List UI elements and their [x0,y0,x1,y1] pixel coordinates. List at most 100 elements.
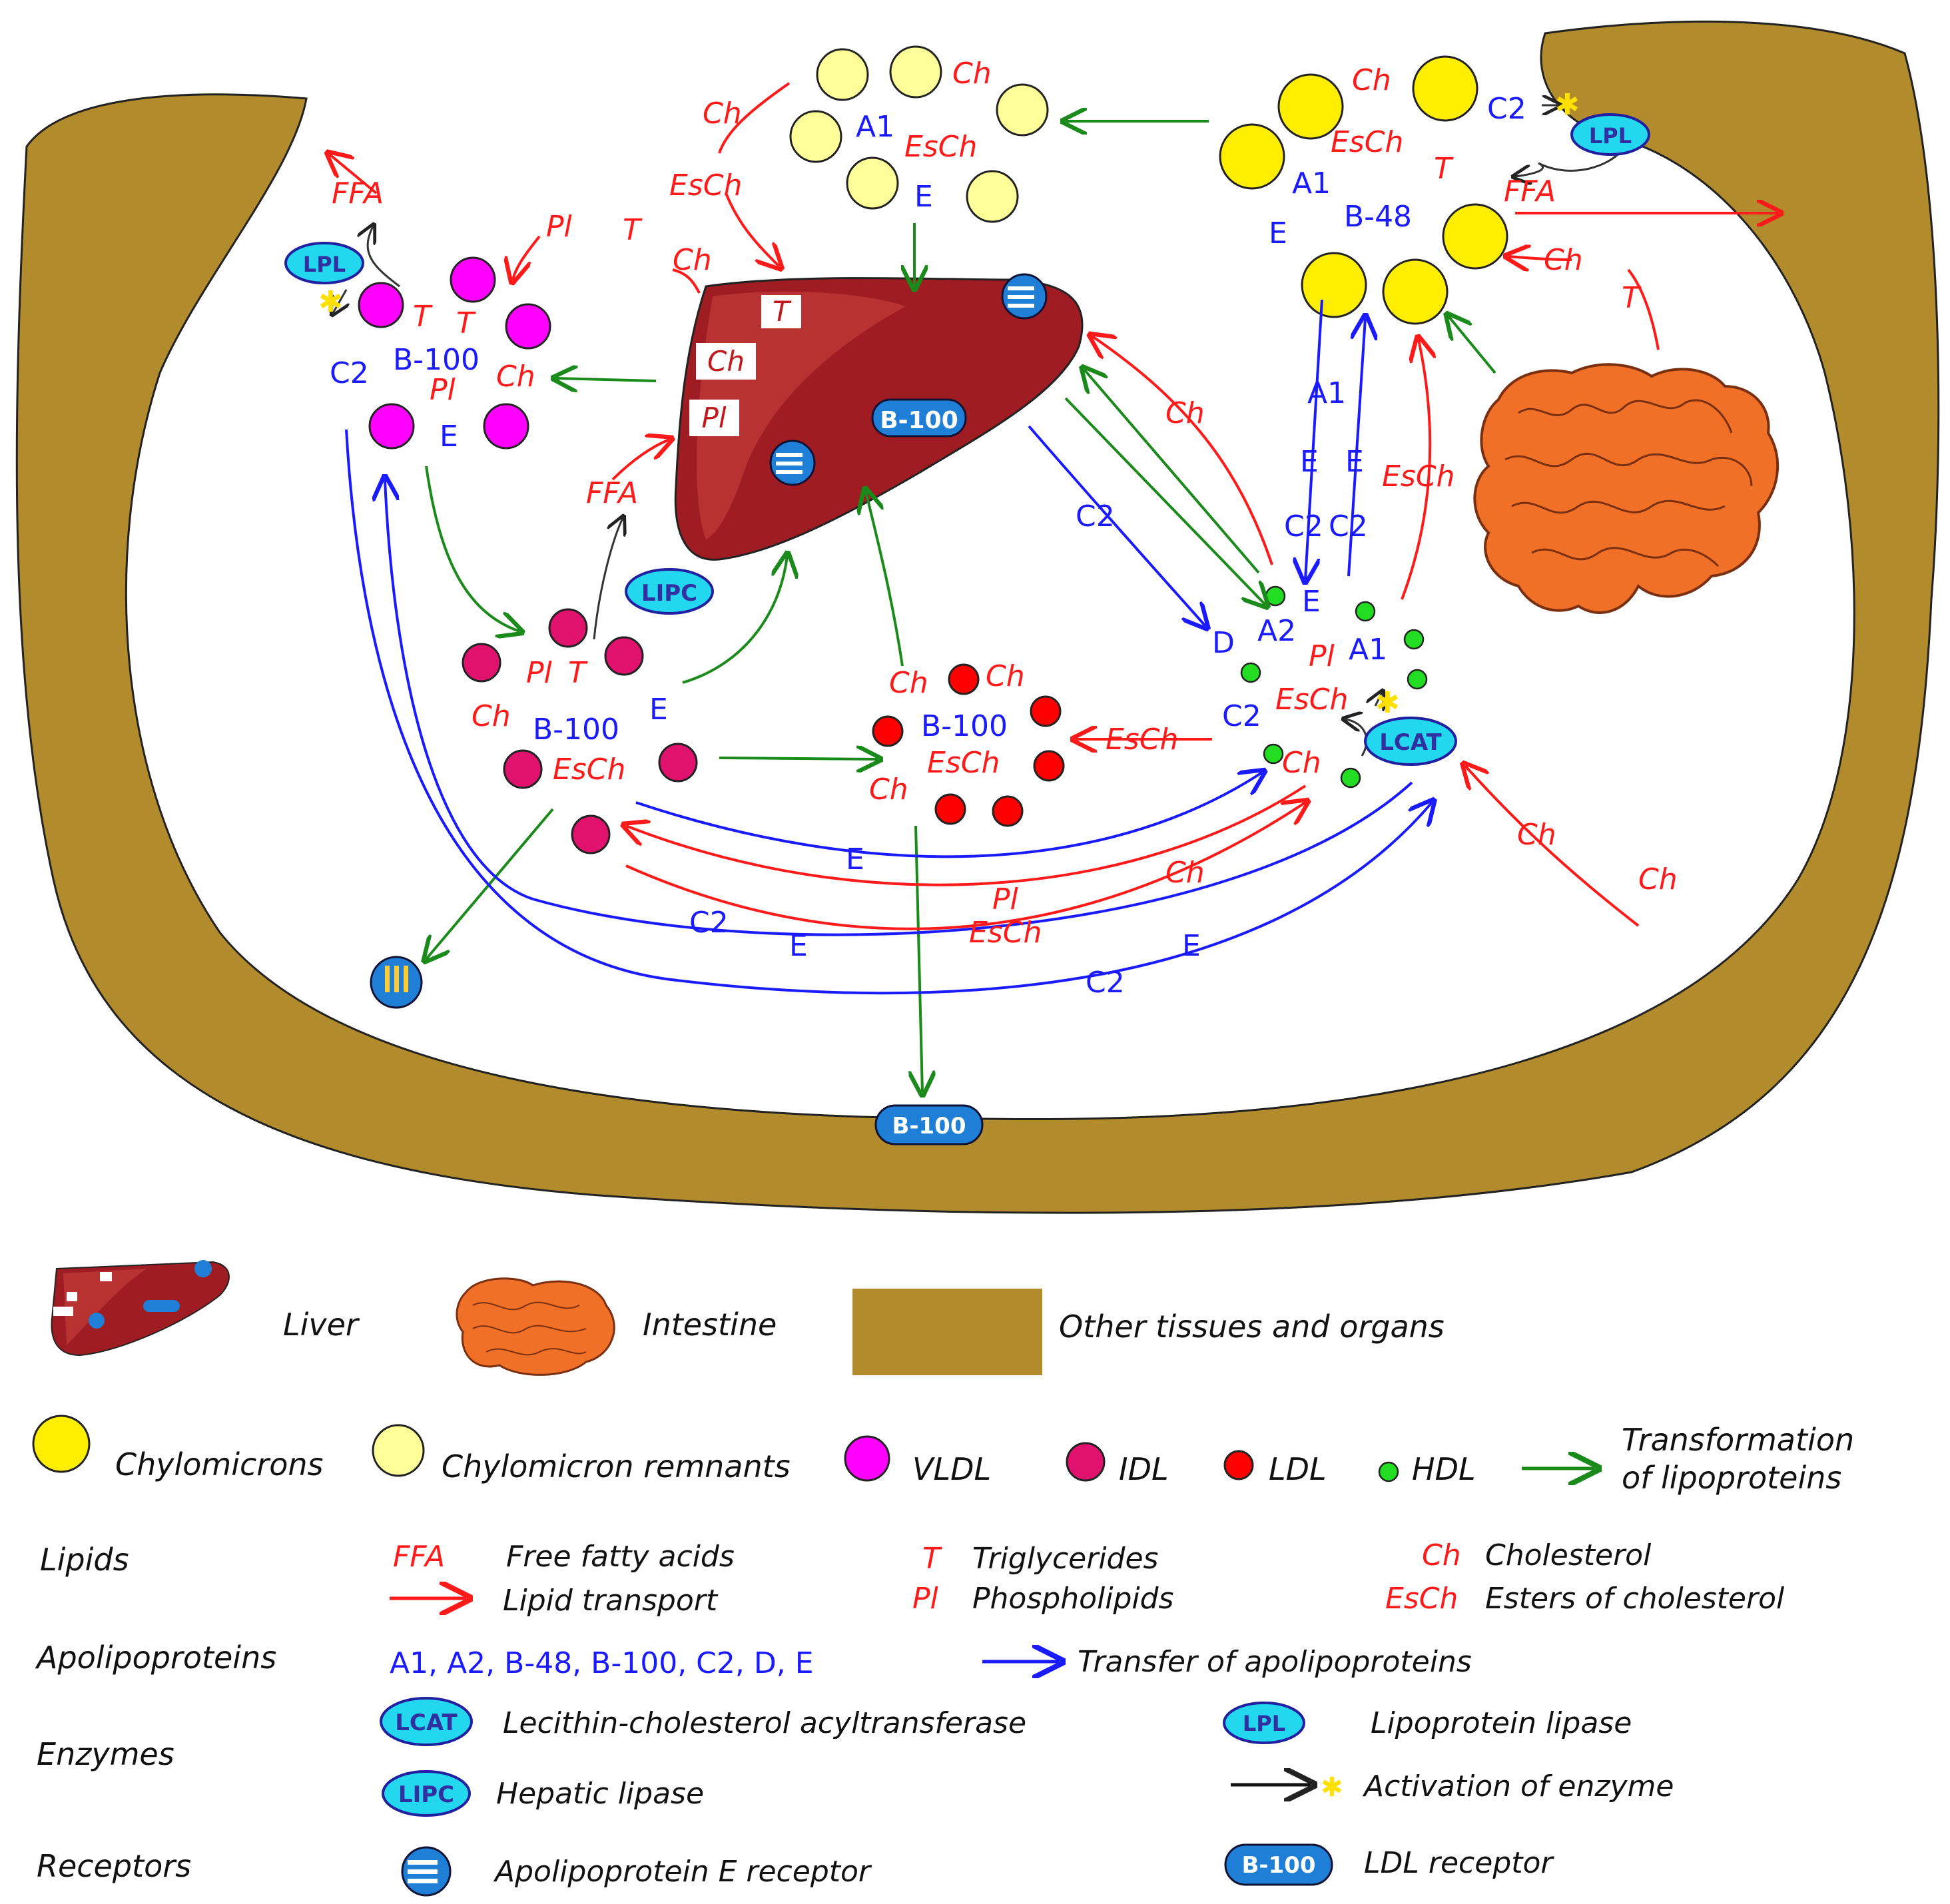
label-ch: Ch [869,773,908,806]
legend-transfer-label: Transfer of apolipoproteins [1078,1645,1472,1679]
legend-chylomicron-icon [32,1415,91,1473]
apoe-receptor-icon [370,956,423,1009]
legend-triglycerides-label: Triglycerides [972,1542,1158,1576]
chylomicron-cluster [1219,55,1508,325]
chylomicron-remnant-cluster [789,45,1049,223]
legend-esch-abbr: EsCh [1385,1582,1458,1616]
label-c2: C2 [1284,509,1323,543]
label-c2: C2 [1487,92,1526,126]
legend-lipids-heading: Lipids [40,1542,129,1578]
label-e: E [1269,216,1287,250]
label-ffa: FFA [1504,174,1556,208]
label-pl: Pl [992,882,1019,916]
legend-activation-label: Activation of enzyme [1362,1769,1674,1803]
legend-activation-star-icon: ✱ [1321,1772,1343,1803]
legend-esters-label: Esters of cholesterol [1485,1582,1785,1616]
legend-apolipoproteins-heading: Apolipoproteins [35,1640,276,1676]
label-ch: Ch [1517,818,1556,852]
svg-text:B-100: B-100 [892,1113,966,1139]
legend-apoe-receptor-icon [401,1846,452,1897]
label-t: T [1622,281,1642,315]
label-ffa: FFA [332,176,384,210]
legend-ffa-label: Free fatty acids [506,1540,735,1574]
label-esch: EsCh [904,130,977,164]
legend-transformation-line1: Transformation [1622,1422,1854,1458]
svg-text:LPL: LPL [1589,123,1632,149]
legend-chylomicrons-label: Chylomicrons [115,1446,323,1482]
legend-lipc-label: Hepatic lipase [496,1777,704,1811]
legend-phospholipids-label: Phospholipids [972,1582,1173,1616]
legend-intestine-icon [456,1277,615,1376]
label-ch: Ch [496,360,535,394]
legend-lpl-label: Lipoprotein lipase [1371,1706,1632,1740]
legend-enzymes-heading: Enzymes [37,1736,174,1772]
legend-idl-icon [1066,1442,1106,1482]
legend-transformation-line2: of lipoproteins [1622,1460,1841,1496]
legend-vldl-label: VLDL [912,1451,991,1487]
svg-text:LIPC: LIPC [641,580,697,607]
svg-text:LPL: LPL [1243,1711,1285,1736]
svg-text:LIPC: LIPC [398,1781,454,1808]
svg-text:✱: ✱ [1555,88,1580,122]
label-esch: EsCh [1106,723,1178,757]
legend-apo-list: A1, A2, B-48, B-100, C2, D, E [390,1646,814,1680]
legend-liver-label: Liver [283,1307,360,1343]
legend-remnant-icon [372,1424,425,1477]
legend-lpl-icon: LPL [1223,1702,1305,1744]
liver-label-pl: Pl [702,402,727,434]
legend-vldl-icon [844,1435,890,1482]
vldl-cluster [358,256,551,450]
label-ch: Ch [472,699,511,733]
label-d: D [1212,626,1235,660]
apolipoprotein-transfer-arrows [345,299,1432,995]
label-a1: A1 [1292,166,1331,200]
legend-ldl-receptor-icon: B-100 [1224,1843,1333,1886]
label-a1: A1 [856,110,894,144]
legend-hdl-label: HDL [1412,1451,1476,1487]
label-b48: B-48 [1344,200,1412,234]
legend-ldl-receptor-label: LDL receptor [1364,1846,1554,1880]
label-e: E [789,929,808,963]
tissue-ldl-receptor: B-100 [874,1104,984,1145]
label-e: E [1182,929,1201,963]
svg-text:LCAT: LCAT [395,1710,458,1736]
label-c2: C2 [1076,499,1115,533]
label-ch: Ch [1165,396,1205,430]
label-c2: C2 [1086,966,1125,1000]
label-pl: Pl [430,373,456,407]
label-t: T [568,656,588,690]
legend-hdl-icon [1378,1461,1399,1482]
legend-t-abbr: T [922,1542,942,1576]
label-pl: Pl [526,656,553,690]
label-e: E [1345,445,1364,479]
lcat-enzyme: LCAT [1364,717,1457,766]
activation-star-icons: ✱ ✱ ✱ [318,88,1580,720]
label-e: E [1302,585,1321,619]
label-t: T [623,213,643,247]
label-a2: A2 [1257,614,1296,648]
label-c2: C2 [330,356,369,390]
label-esch: EsCh [927,746,1000,780]
legend-intestine-label: Intestine [643,1307,777,1343]
legend-other-tissues-swatch [852,1289,1042,1375]
hdl-cluster [1240,585,1428,789]
ldl-cluster [872,663,1065,827]
lpl-enzyme-left: LPL [284,242,364,284]
label-c2: C2 [1222,699,1261,733]
legend-pl-abbr: Pl [912,1582,939,1616]
label-esch: EsCh [553,753,625,787]
label-ch: Ch [952,57,992,91]
label-a1: A1 [1307,376,1346,410]
svg-text:LPL: LPL [303,252,346,277]
label-ch: Ch [1544,243,1583,277]
label-e: E [440,420,458,454]
label-t: T [413,300,433,334]
label-b100: B-100 [921,709,1008,743]
label-e: E [1300,445,1319,479]
liver-label-t: T [773,295,792,328]
label-esch: EsCh [669,168,742,202]
label-e: E [914,180,933,214]
legend-ffa-abbr: FFA [393,1540,445,1574]
label-b100: B-100 [393,343,480,377]
label-ffa: FFA [586,476,638,510]
